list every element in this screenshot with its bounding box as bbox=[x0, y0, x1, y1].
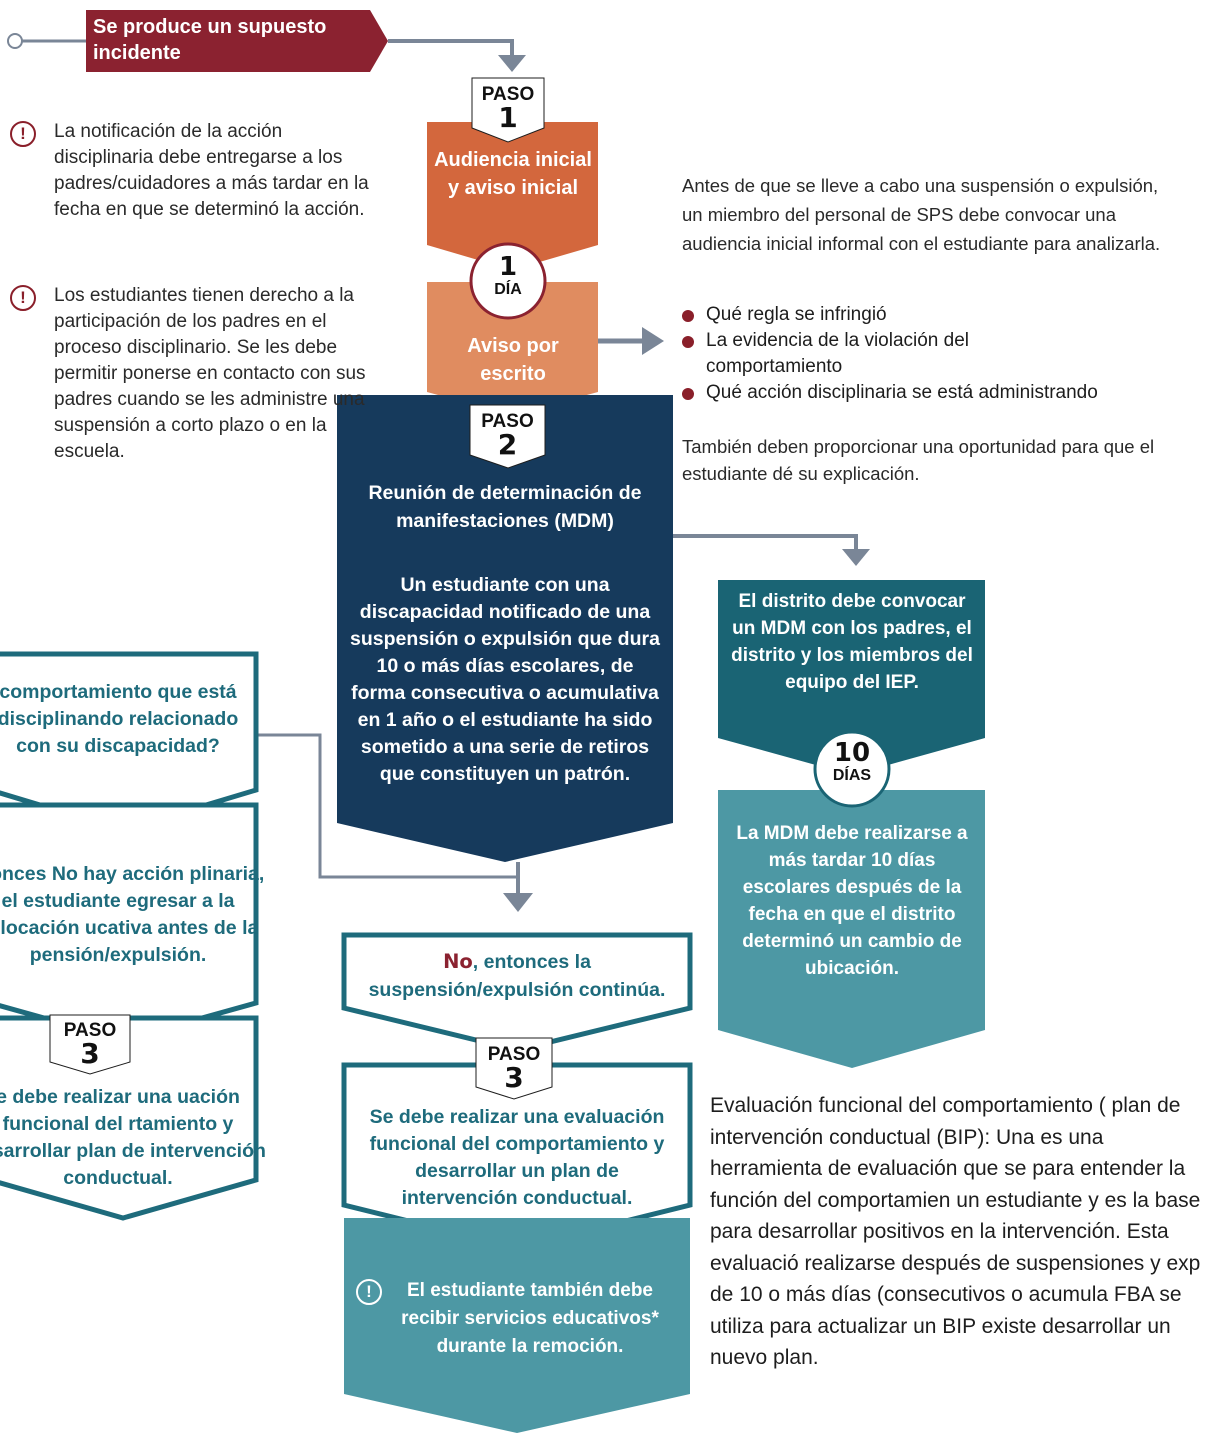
paso1-tag bbox=[471, 77, 545, 143]
paso2-label: PASO 2 bbox=[481, 411, 534, 461]
incident-shape bbox=[86, 10, 388, 72]
paso2-tag bbox=[469, 404, 546, 469]
step2-body: Un estudiante con una discapacidad notif… bbox=[350, 574, 660, 785]
mdm-deadline-text: La MDM debe realizarse a más tardar 10 d… bbox=[736, 823, 968, 979]
arrow-head bbox=[503, 893, 533, 912]
no-word: No bbox=[443, 950, 473, 973]
ten-days-circle bbox=[813, 730, 891, 808]
start-node bbox=[7, 33, 23, 49]
bullet-item: Qué acción disciplinaria se está adminis… bbox=[680, 380, 1206, 406]
yes-action-shape bbox=[0, 1015, 259, 1221]
no-result-rest: , entonces la suspensión/expulsión conti… bbox=[368, 951, 666, 1001]
exclamation-circle-icon: ! bbox=[10, 121, 36, 147]
no-result-text: No, entonces la suspensión/expulsión con… bbox=[360, 948, 674, 1004]
fba-description: Evaluación funcional del comportamiento … bbox=[710, 1094, 1201, 1369]
step1-title: Audiencia inicial y aviso inicial bbox=[434, 149, 592, 199]
left-note-1: La notificación de la acción disciplinar… bbox=[54, 121, 369, 220]
step1-shape bbox=[427, 122, 598, 270]
paso1-label: PASO 1 bbox=[481, 84, 535, 134]
bullet-item: Qué regla se infringió bbox=[680, 302, 1066, 328]
deadline-shape bbox=[718, 790, 985, 1068]
services-shape bbox=[344, 1218, 690, 1433]
step2-shape bbox=[337, 395, 673, 862]
one-day-badge: 1 DÍA bbox=[494, 252, 522, 298]
services-note-text: El estudiante también debe recibir servi… bbox=[401, 1280, 659, 1357]
connector-incident-step1 bbox=[388, 39, 514, 58]
bullet-item: La evidencia de la violación del comport… bbox=[680, 328, 1066, 380]
step2-title: Reunión de determinación de manifestacio… bbox=[368, 482, 642, 532]
exclamation-circle-icon: ! bbox=[356, 1279, 382, 1305]
arrow-head bbox=[642, 327, 664, 355]
district-convene-text: El distrito debe convocar un MDM con los… bbox=[731, 591, 973, 693]
exclamation-circle-icon: ! bbox=[10, 285, 36, 311]
no-action-text: Se debe realizar una evaluación funciona… bbox=[369, 1106, 665, 1209]
yes-action-text: e debe realizar una uación funcional del… bbox=[0, 1086, 266, 1189]
paso3-left-label: PASO 3 bbox=[63, 1020, 117, 1070]
yes-result-text: ntonces No hay acción plinaria, el estud… bbox=[0, 863, 265, 966]
no-result-shape bbox=[341, 932, 693, 1053]
written-notice-label: Aviso por escrito bbox=[467, 335, 559, 385]
arrow-head bbox=[842, 549, 870, 566]
ten-days-badge: 10 DÍAS bbox=[832, 738, 872, 784]
incident-label: Se produce un supuesto incidente bbox=[93, 16, 327, 64]
left-note-2: Los estudiantes tienen derecho a la part… bbox=[54, 285, 366, 462]
paso3-left-tag bbox=[49, 1014, 131, 1075]
hearing-closing-text: También deben proporcionar una oportunid… bbox=[682, 436, 1155, 484]
hearing-intro-text: Antes de que se lleve a cabo una suspens… bbox=[682, 175, 1161, 254]
connector-step2-district bbox=[673, 534, 858, 552]
question-text: comportamiento que está disciplinando re… bbox=[0, 681, 239, 757]
paso3-center-tag bbox=[475, 1037, 553, 1100]
paso3-center-label: PASO 3 bbox=[487, 1044, 541, 1094]
hearing-bullet-list: Qué regla se infringió La evidencia de l… bbox=[680, 302, 1206, 406]
arrow-head bbox=[498, 55, 526, 72]
one-day-circle bbox=[469, 242, 547, 320]
written-notice-shape bbox=[427, 282, 598, 415]
district-shape bbox=[718, 580, 985, 775]
